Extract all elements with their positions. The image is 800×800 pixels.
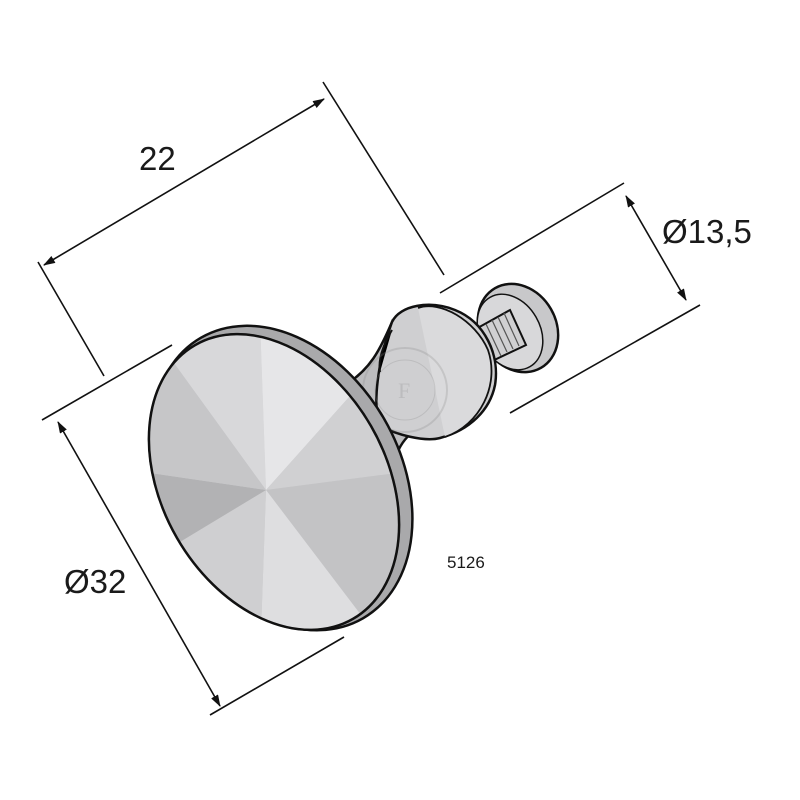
extension-line <box>509 304 701 414</box>
extension-line <box>41 344 173 421</box>
extension-line <box>37 261 105 377</box>
head-diameter-label: Ø13,5 <box>662 213 752 250</box>
dimension-lines <box>37 81 701 716</box>
svg-text:F: F <box>398 378 410 403</box>
length-dimension-label: 22 <box>139 140 176 177</box>
disc-diameter-dimension-line <box>57 421 221 707</box>
head-diameter-dimension-line <box>625 195 687 301</box>
part-number: 5126 <box>447 553 485 572</box>
length-dimension-line <box>43 98 325 266</box>
extension-line <box>322 81 445 276</box>
extension-line <box>439 182 625 294</box>
disc-diameter-label: Ø32 <box>64 563 127 600</box>
extension-line <box>209 636 345 716</box>
collar <box>375 303 498 441</box>
